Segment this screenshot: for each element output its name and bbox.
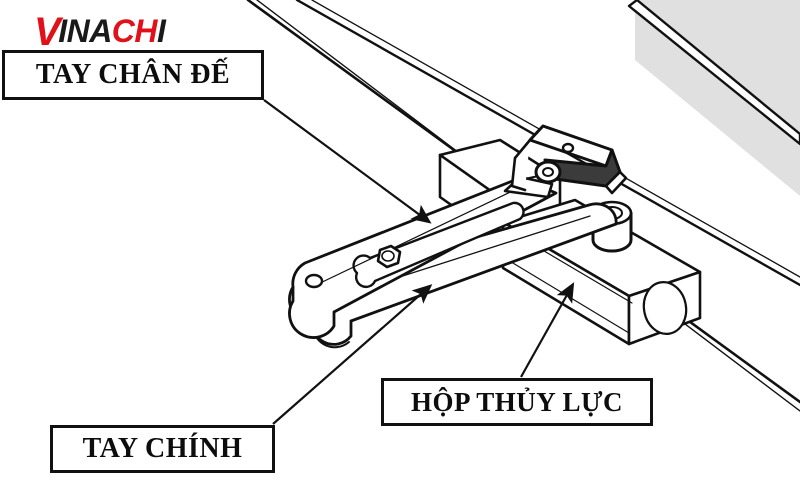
bracket-leg [510,138,532,192]
arm-pivot-bolt [376,244,402,269]
arm-pivot-bolt-head [381,250,395,262]
callout-hop-thuy-luc-label: HỘP THỦY LỰC [410,386,624,417]
base-arm-slot [352,201,525,288]
leader-hop-thuy-luc [520,282,575,378]
base-arm-thickness [288,285,336,339]
bracket-hinge-group [510,124,628,195]
logo-part-4: I [157,13,166,49]
callout-tay-chan-de: TAY CHÂN ĐẾ [2,50,264,100]
door-panel-edge [627,0,800,146]
leader-tay-chan-de [263,99,432,224]
leader-lines-group [263,99,575,425]
bracket-rivet [561,142,575,154]
logo-part-1: V [34,10,61,54]
door-panel-shade [635,0,800,196]
logo-part-2: INA [58,13,112,49]
base-arm-group [288,176,558,339]
callout-tay-chinh-label: TAY CHÍNH [82,433,243,464]
hydraulic-end-cap-circle [642,281,688,335]
callout-hop-thuy-luc: HỘP THỦY LỰC [381,378,653,426]
callout-tay-chinh: TAY CHÍNH [50,425,275,473]
bracket-knuckle-pin [542,167,554,177]
leader-tay-chinh [272,284,433,425]
callout-tay-chan-de-label: TAY CHÂN ĐẾ [35,59,231,90]
vinachi-logo: VINACHI [34,9,166,52]
base-arm-pin-hole [304,273,324,289]
base-arm-relief-line [315,185,524,286]
bracket-tail [604,170,628,195]
logo-part-3: CH [111,13,158,49]
